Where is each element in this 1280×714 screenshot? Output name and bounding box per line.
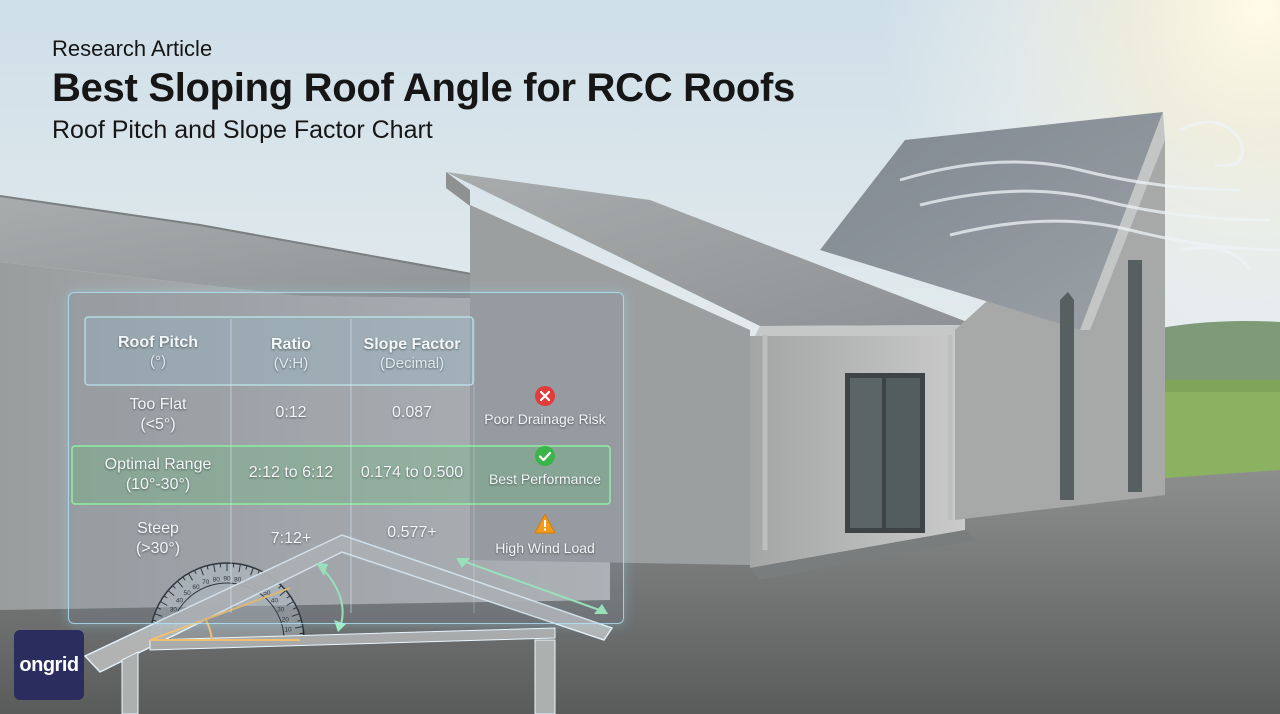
protractor-tick (206, 565, 209, 570)
protractor-tick (238, 564, 241, 573)
protractor-tick-label: 50 (263, 590, 271, 597)
protractor-tick-label: 60 (192, 584, 200, 591)
protractor-tick (257, 570, 260, 575)
protractor-tick-label: 30 (170, 607, 178, 614)
table-row-steep-note: High Wind Load (495, 540, 595, 556)
protractor-tick (188, 573, 193, 581)
table-row-steep-factor: 0.577+ (387, 524, 437, 541)
table-row-too-flat-factor: 0.087 (391, 404, 433, 421)
protractor-tick (157, 607, 162, 610)
protractor-tick (154, 613, 163, 617)
protractor-tick (278, 585, 282, 589)
table-row-too-flat-pitch: Too Flat(<5°) (129, 396, 187, 433)
protractor-tick-label: 80 (213, 576, 221, 583)
protractor-tick (182, 576, 186, 581)
page-title: Best Sloping Roof Angle for RCC Roofs (52, 66, 795, 110)
article-kicker: Research Article (52, 36, 213, 61)
protractor-tick-label: 10 (284, 627, 292, 634)
protractor-tick (163, 595, 168, 599)
col-header-slope-factor: Slope Factor(Decimal) (363, 336, 461, 372)
protractor-tick (279, 590, 287, 597)
protractor-tick (172, 585, 176, 589)
protractor-tick (245, 565, 248, 570)
protractor-tick-label: 20 (282, 616, 290, 623)
protractor-tick-label: 30 (277, 607, 285, 614)
table-row-optimal-note: Best Performance (488, 471, 602, 487)
warning-triangle-icon (534, 514, 556, 534)
table-row-too-flat-ratio: 0:12 (275, 404, 307, 421)
table-row-optimal-pitch: Optimal Range(10°-30°) (104, 456, 212, 493)
table-row-steep-ratio: 7:12+ (270, 530, 312, 547)
protractor-tick (152, 619, 157, 622)
table-row-too-flat-note: Poor Drainage Risk (484, 411, 606, 427)
roof-pitch-table: Roof Pitch(°) Ratio(V:H) Slope Factor(De… (68, 292, 624, 624)
protractor-tick-label: 90 (223, 576, 231, 583)
protractor-tick (167, 590, 175, 597)
protractor-tick-label: 70 (202, 579, 210, 586)
protractor-tick-label: 80 (234, 576, 242, 583)
protractor-tick (291, 613, 300, 617)
protractor-tick (297, 619, 302, 622)
protractor-tick-label: 40 (271, 598, 279, 605)
table-row-optimal-factor: 0.174 to 0.500 (360, 464, 464, 481)
table-grid (71, 316, 611, 613)
protractor-tick (250, 567, 254, 576)
ongrid-logo[interactable]: ongrid (14, 630, 84, 700)
page-subtitle: Roof Pitch and Slope Factor Chart (52, 116, 433, 144)
protractor-tick (177, 580, 184, 588)
protractor-tick (286, 595, 291, 599)
col-header-ratio: Ratio(V:H) (271, 336, 311, 372)
table-row-optimal-ratio: 2:12 to 6:12 (248, 464, 334, 481)
col-header-pitch: Roof Pitch(°) (118, 334, 198, 370)
x-circle-icon (535, 386, 555, 406)
protractor-tick (194, 570, 197, 575)
protractor-tick (286, 601, 294, 606)
table-row-steep-pitch: Steep(>30°) (135, 520, 181, 557)
protractor-tick (294, 626, 303, 629)
roof-section-diagram (83, 534, 614, 714)
protractor-tick (292, 607, 297, 610)
protractor-tick-label: 50 (184, 590, 192, 597)
check-circle-icon (535, 446, 555, 466)
protractor-tick (160, 601, 168, 606)
protractor-tick-label: 40 (176, 598, 184, 605)
protractor-tick (200, 567, 204, 576)
protractor-tick (213, 564, 216, 573)
